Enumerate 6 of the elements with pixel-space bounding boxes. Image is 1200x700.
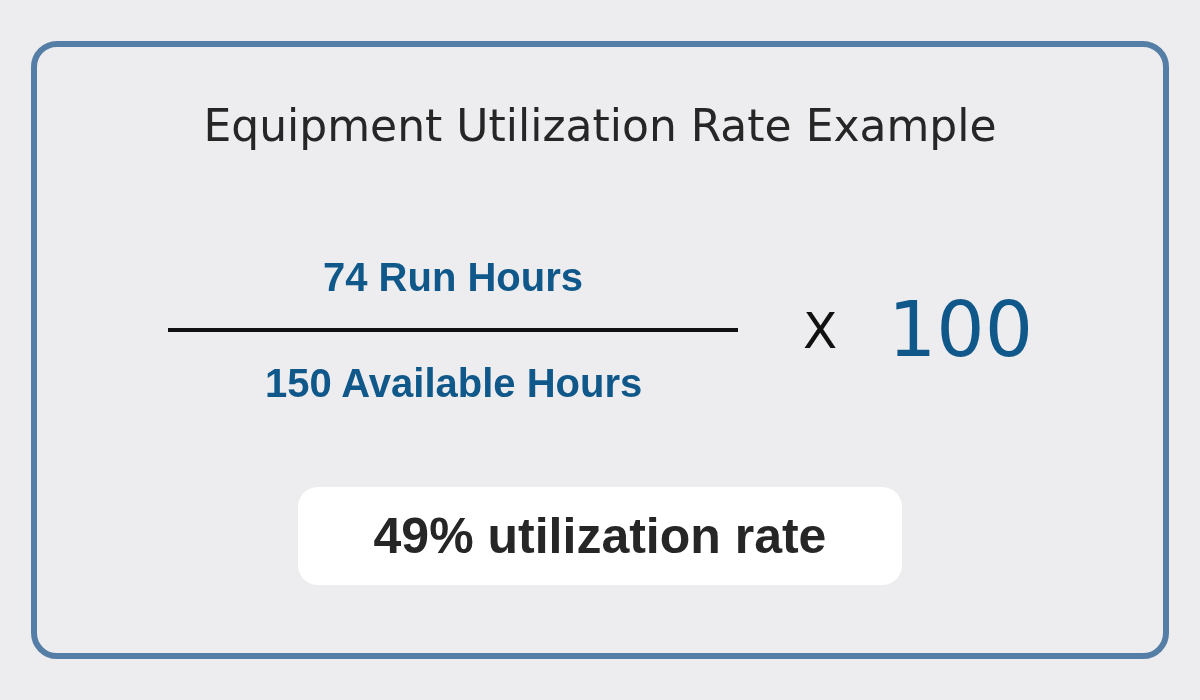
numerator-text: 74 Run Hours [323,254,584,300]
denominator-text: 150 Available Hours [265,360,643,406]
multiplier-number: 100 [888,286,1034,374]
diagram-title: Equipment Utilization Rate Example [202,100,998,151]
result-text: 49% utilization rate [373,507,827,565]
multiply-sign: X [803,303,838,361]
